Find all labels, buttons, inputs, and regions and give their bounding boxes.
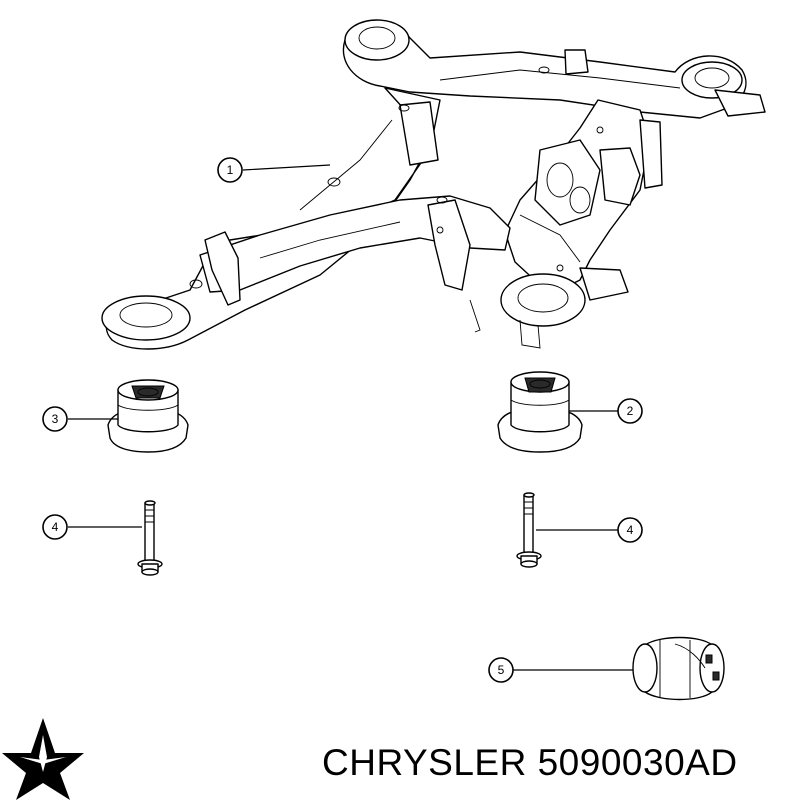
bushing-right-drawing [497,371,583,453]
callout-1: 1 [217,157,243,183]
footer-caption: CHRYSLER 5090030AD [322,736,792,790]
part-number: 5090030AD [537,742,738,783]
isolator-drawing [632,636,725,701]
callout-3-number: 3 [52,412,59,426]
callout-5-number: 5 [498,663,505,677]
crossmember-drawing [101,19,766,350]
bolt-right-drawing [516,492,542,568]
callout-1-leader [242,164,331,171]
callout-2: 2 [617,398,643,424]
callout-2-number: 2 [627,404,634,418]
callout-4-right-number: 4 [627,523,634,537]
callout-4-left: 4 [42,514,68,540]
callout-5: 5 [488,657,514,683]
chrysler-pentastar-logo [2,718,84,800]
bushing-left-drawing [107,379,189,453]
callout-1-number: 1 [227,163,234,177]
callout-3: 3 [42,406,68,432]
callout-4-left-number: 4 [52,520,59,534]
brand-name: CHRYSLER [322,742,527,783]
bolt-left-drawing [137,500,163,576]
callout-4-right: 4 [617,517,643,543]
